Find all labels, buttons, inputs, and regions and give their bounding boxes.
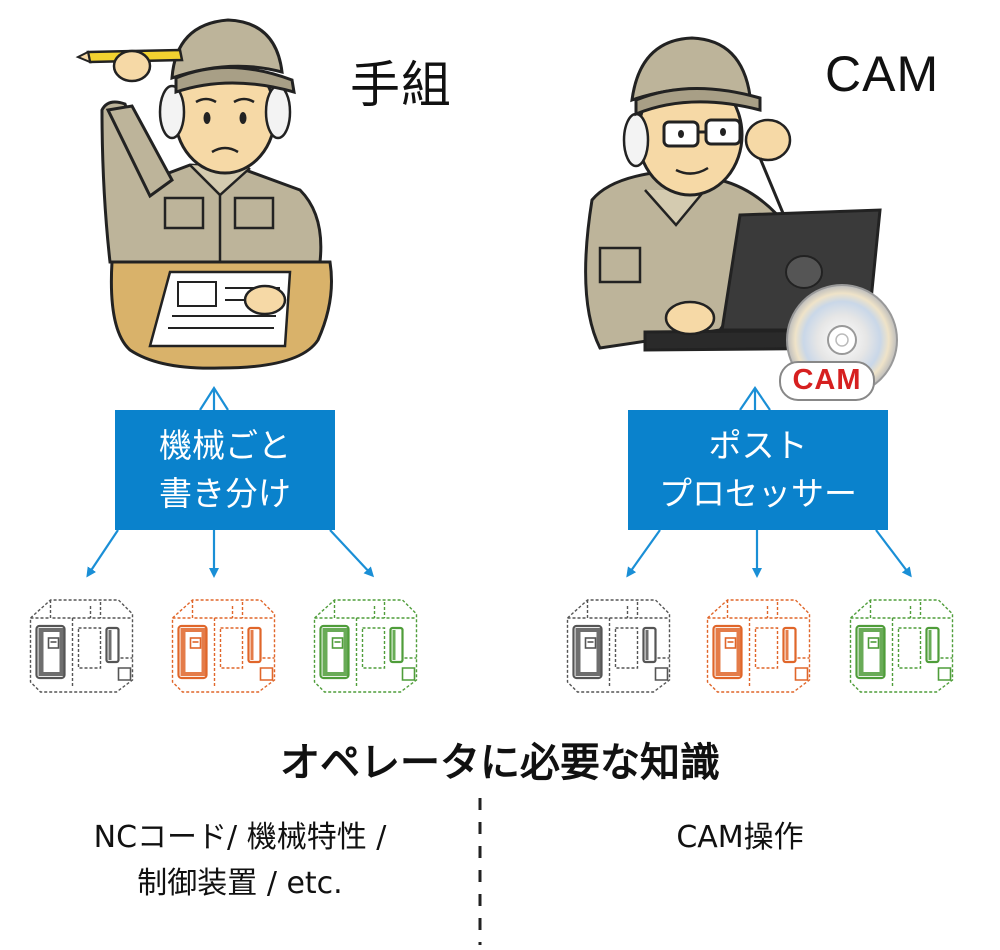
right-process-box: ポスト プロセッサー bbox=[628, 410, 888, 530]
right-requirement-line1: CAM操作 bbox=[676, 820, 804, 855]
right-heading: CAM bbox=[825, 46, 940, 102]
left-heading: 手組 bbox=[350, 56, 452, 114]
machine-tool-icon bbox=[706, 598, 811, 694]
machine-tool-icon bbox=[29, 598, 134, 694]
knowledge-title: オペレータに必要な知識 bbox=[280, 740, 720, 786]
worker-laptop-icon bbox=[584, 36, 883, 352]
left-requirements: NCコード/ 機械特性 / 制御装置 / etc. bbox=[20, 815, 460, 907]
left-box-line1: 機械ごと bbox=[159, 426, 291, 465]
left-arrows bbox=[86, 385, 375, 578]
cam-disc-icon bbox=[779, 284, 898, 401]
machine-tool-icon bbox=[313, 598, 418, 694]
left-box-line2: 書き分け bbox=[159, 474, 291, 513]
left-requirement-line1: NCコード/ 機械特性 / bbox=[93, 820, 387, 855]
machine-tool-icon bbox=[566, 598, 671, 694]
right-box-line1: ポスト bbox=[708, 426, 808, 465]
left-machines bbox=[29, 598, 418, 694]
machine-tool-icon bbox=[171, 598, 276, 694]
left-requirement-line2: 制御装置 / etc. bbox=[137, 866, 343, 901]
right-machines bbox=[566, 598, 954, 694]
worker-writing-icon bbox=[75, 18, 333, 370]
cam-disc-label: CAM bbox=[792, 364, 862, 396]
right-box-line2: プロセッサー bbox=[659, 474, 857, 513]
right-requirements: CAM操作 bbox=[520, 815, 960, 861]
left-process-box: 機械ごと 書き分け bbox=[115, 410, 335, 530]
right-arrows bbox=[626, 386, 912, 578]
machine-tool-icon bbox=[849, 598, 954, 694]
